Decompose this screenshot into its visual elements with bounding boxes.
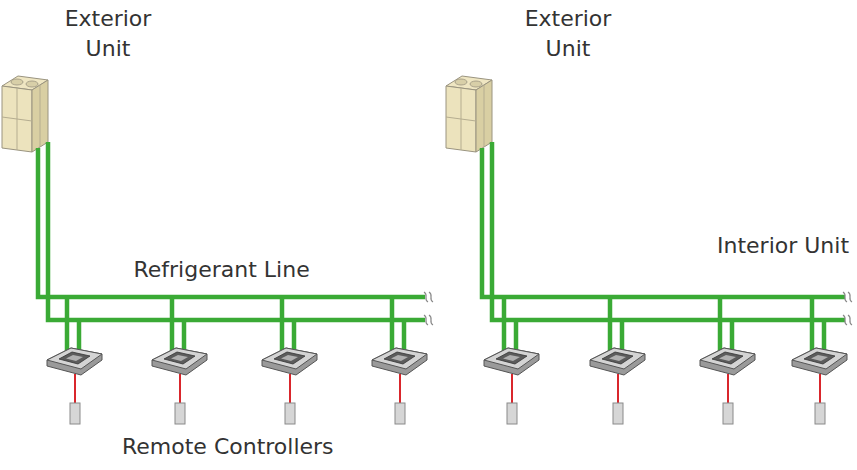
branch-pipe [390,297,395,352]
cassette-unit [484,348,539,424]
refrigerant-branch [67,297,824,352]
branch-pipe [822,320,827,352]
branch-pipe [730,320,735,352]
branch-pipe [620,320,625,352]
unit-heading-node: Exterior Unit [43,4,173,64]
branch-pipe [170,297,175,352]
branch-pipe [292,320,297,352]
branch-pipe [514,320,519,352]
cassette-unit [47,348,102,424]
branch-pipe [502,297,507,352]
branch-pipe [810,297,815,352]
branch-pipe [608,297,613,352]
unit-heading: Exterior Unit [43,4,173,64]
branch-pipe [280,297,285,352]
branch-pipe [65,297,70,352]
controller-label: Remote Controllers [122,433,334,461]
unit-heading-node: Exterior Unit [503,4,633,64]
unit-heading: Exterior Unit [503,4,633,64]
cassette-unit [372,348,427,424]
interior-units [47,348,847,424]
cassette-unit [792,348,847,424]
branch-pipe [77,320,82,352]
pipe-label: Refrigerant Line [134,256,310,284]
branch-pipe [718,297,723,352]
branch-pipe [182,320,187,352]
cassette-unit [700,348,755,424]
cassette-unit [262,348,317,424]
cassette-unit [590,348,645,424]
unit-label: Interior Unit [717,232,849,260]
cassette-unit [152,348,207,424]
branch-pipe [402,320,407,352]
refrigerant-line [38,142,845,320]
